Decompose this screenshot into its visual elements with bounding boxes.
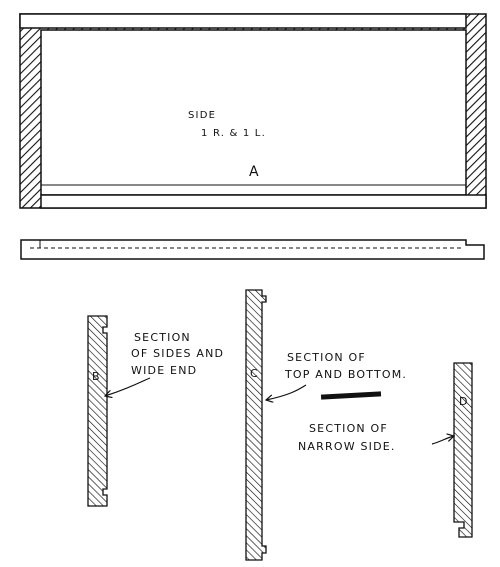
section-b-caption-line1: SECTION — [134, 331, 191, 344]
section-d-caption-line1: SECTION OF — [309, 422, 388, 435]
edge-strip-outline — [20, 239, 485, 260]
frame-top-strip — [19, 13, 467, 29]
section-c-leader-arrow — [266, 384, 307, 400]
top-bottom-section-bar — [320, 391, 382, 400]
section-c-profile — [245, 289, 267, 561]
section-b-leader-arrow — [105, 377, 151, 396]
panel-a-side-label: SIDE — [188, 110, 216, 121]
section-b-caption-line2: OF SIDES AND — [131, 347, 224, 360]
section-c-caption-line1: SECTION OF — [287, 351, 366, 364]
section-d: D SECTION OF NARROW SIDE. — [298, 362, 473, 538]
edge-strip — [20, 239, 485, 260]
frame-bottom-strip — [40, 194, 487, 209]
section-d-profile — [453, 362, 473, 538]
section-d-letter: D — [459, 395, 469, 408]
section-d-leader-arrow — [431, 436, 454, 445]
section-b-profile — [87, 315, 108, 507]
section-b: B SECTION OF SIDES AND WIDE END — [87, 315, 224, 507]
section-c-letter: C — [250, 367, 259, 380]
section-c: C SECTION OF TOP AND BOTTOM. — [245, 289, 407, 561]
panel-a-count-label: 1 R. & 1 L. — [201, 128, 266, 139]
section-b-letter: B — [92, 370, 101, 383]
section-c-caption-line2: TOP AND BOTTOM. — [284, 368, 407, 381]
panel-a-frame: SIDE 1 R. & 1 L. A — [19, 13, 487, 209]
section-d-caption-line2: NARROW SIDE. — [298, 440, 396, 453]
section-b-caption-line3: WIDE END — [131, 364, 197, 377]
panel-a-letter: A — [249, 164, 260, 180]
